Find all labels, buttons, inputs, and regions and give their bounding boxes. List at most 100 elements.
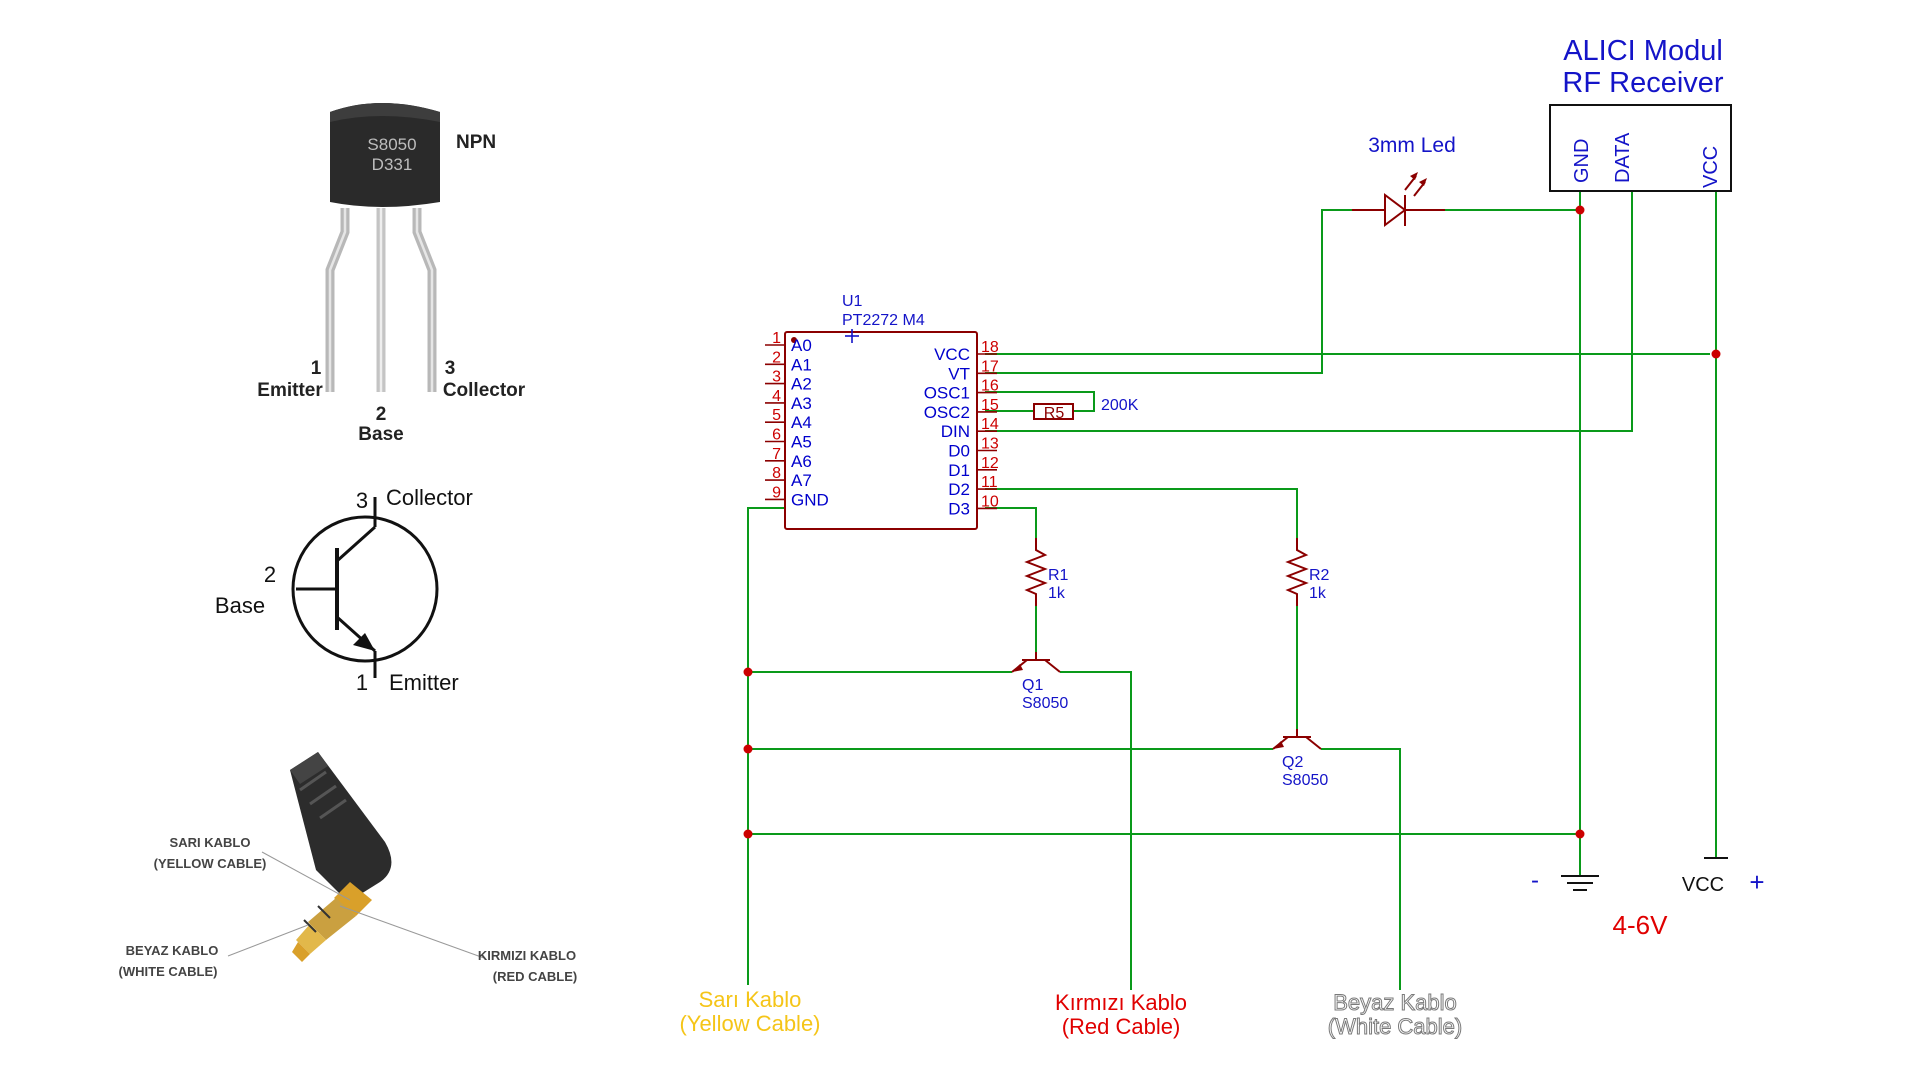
ic-right-pins: 18VCC17VT16OSC115OSC214DIN13D012D111D210… bbox=[924, 339, 999, 518]
r1-value: 1k bbox=[1048, 585, 1066, 602]
ic-pin-osc2: 15 OSC2 bbox=[924, 397, 999, 422]
transistor-q1 bbox=[1011, 652, 1061, 673]
ic-pin-din: 14 DIN bbox=[941, 416, 999, 441]
ic-pin-label: A7 bbox=[791, 471, 812, 490]
ic-pin-osc1: 16 OSC1 bbox=[924, 378, 999, 403]
ic-pin-d1: 12 D1 bbox=[948, 455, 999, 480]
receiver-module-box bbox=[1549, 104, 1732, 192]
ic-pin-a1: 2 A1 bbox=[765, 349, 812, 374]
ic-pin-a7: 8 A7 bbox=[765, 465, 812, 490]
power-vcc-label: VCC bbox=[1682, 874, 1724, 896]
photo-pin1-num: 1 bbox=[311, 358, 322, 379]
r1-ref: R1 bbox=[1048, 567, 1069, 584]
photo-pin2-num: 2 bbox=[376, 404, 387, 425]
ic-pin-a6: 7 A6 bbox=[765, 446, 812, 471]
cable-red-tr: Kırmızı Kablo bbox=[1055, 990, 1187, 1015]
ic-pin-label: D2 bbox=[948, 480, 970, 499]
ic-pin-label: D3 bbox=[948, 499, 970, 518]
symbol-collector-num: 3 bbox=[356, 488, 368, 513]
ic-pin-label: OSC2 bbox=[924, 403, 970, 422]
ic-pin-label: D1 bbox=[948, 461, 970, 480]
ic-pin-vcc: 18 VCC bbox=[934, 339, 999, 364]
cable-red-en: (Red Cable) bbox=[1062, 1014, 1181, 1039]
resistor-r2 bbox=[1285, 538, 1309, 606]
r2-value: 1k bbox=[1309, 585, 1327, 602]
r5-value: 200K bbox=[1101, 397, 1139, 414]
symbol-emitter-label: Emitter bbox=[389, 670, 459, 695]
npn-symbol bbox=[291, 497, 439, 678]
ic-pin-a5: 6 A5 bbox=[765, 427, 812, 452]
ic-pin-a0: 1 A0 bbox=[765, 330, 812, 355]
ic-pin-d3: 10 D3 bbox=[948, 493, 999, 518]
ic-pin-d0: 13 D0 bbox=[948, 436, 999, 461]
ic-pin-number: 7 bbox=[772, 446, 781, 463]
cable-white-tr: Beyaz Kablo bbox=[1333, 990, 1457, 1015]
ic-pin-label: D0 bbox=[948, 442, 970, 461]
jack-white-tr: BEYAZ KABLO bbox=[126, 943, 219, 958]
ic-pin-number: 16 bbox=[981, 378, 999, 395]
ic-pin-number: 15 bbox=[981, 397, 999, 414]
photo-pin2-name: Base bbox=[358, 424, 403, 445]
junction-dots bbox=[743, 205, 1721, 839]
ground-symbol bbox=[1561, 875, 1599, 891]
ic-pin-label: OSC1 bbox=[924, 384, 970, 403]
ic-pin-number: 9 bbox=[772, 484, 781, 501]
ic-pin-label: GND bbox=[791, 490, 829, 509]
transistor-marking-1: S8050 bbox=[367, 135, 416, 154]
receiver-title-1: ALICI Modul bbox=[1563, 35, 1723, 67]
receiver-pin-data: DATA bbox=[1612, 132, 1634, 183]
ic-pin-a3: 4 A3 bbox=[765, 388, 812, 413]
ic-pin-label: A6 bbox=[791, 452, 812, 471]
ic-pin-number: 2 bbox=[772, 349, 781, 366]
ic-pin-label: A1 bbox=[791, 355, 812, 374]
ic-ref: U1 bbox=[842, 293, 863, 310]
jack-white-en: (WHITE CABLE) bbox=[119, 964, 218, 979]
ic-pin-label: VT bbox=[948, 364, 970, 383]
ic-pin-label: DIN bbox=[941, 422, 970, 441]
ic-pin-label: A3 bbox=[791, 394, 812, 413]
power-plus: + bbox=[1749, 867, 1764, 897]
jack-yellow-tr: SARI KABLO bbox=[170, 835, 251, 850]
ic-pin-number: 4 bbox=[772, 388, 781, 405]
ic-part: PT2272 M4 bbox=[842, 312, 925, 329]
transistor-marking-2: D331 bbox=[372, 155, 413, 174]
q2-part: S8050 bbox=[1282, 772, 1328, 789]
ic-pin-number: 14 bbox=[981, 416, 999, 433]
r5-ref: R5 bbox=[1044, 405, 1065, 422]
photo-pin1-name: Emitter bbox=[257, 380, 323, 401]
ic-pin-number: 6 bbox=[772, 427, 781, 444]
photo-pin3-num: 3 bbox=[445, 358, 456, 379]
ic-pin-number: 3 bbox=[772, 369, 781, 386]
resistor-r5 bbox=[1033, 403, 1074, 420]
ic-pin-label: VCC bbox=[934, 345, 970, 364]
jack-yellow-en: (YELLOW CABLE) bbox=[154, 856, 267, 871]
receiver-pin-vcc: VCC bbox=[1700, 146, 1722, 188]
cable-yellow-tr: Sarı Kablo bbox=[699, 987, 802, 1012]
power-minus: - bbox=[1531, 867, 1539, 894]
cable-white-en: (White Cable) bbox=[1328, 1014, 1462, 1039]
transistor-q2 bbox=[1272, 729, 1322, 750]
ic-pin-number: 1 bbox=[772, 330, 781, 347]
resistor-r1 bbox=[1024, 538, 1048, 606]
ic-pin-label: A0 bbox=[791, 336, 812, 355]
jack-red-tr: KIRMIZI KABLO bbox=[478, 948, 576, 963]
ic-pin-number: 12 bbox=[981, 455, 999, 472]
transistor-photo: S8050 D331 bbox=[325, 103, 440, 392]
jack-red-en: (RED CABLE) bbox=[493, 969, 578, 984]
q1-part: S8050 bbox=[1022, 695, 1068, 712]
ic-pin-label: A5 bbox=[791, 433, 812, 452]
receiver-title-2: RF Receiver bbox=[1562, 67, 1723, 99]
ic-pin-label: A4 bbox=[791, 413, 812, 432]
ic-pin-gnd: 9 GND bbox=[765, 484, 829, 509]
symbol-emitter-num: 1 bbox=[356, 670, 368, 695]
ic-pin-number: 18 bbox=[981, 339, 999, 356]
ic-pin-number: 10 bbox=[981, 493, 999, 510]
ic-pin-number: 8 bbox=[772, 465, 781, 482]
ic-pin-number: 13 bbox=[981, 436, 999, 453]
led-diode bbox=[1352, 172, 1445, 227]
q1-ref: Q1 bbox=[1022, 677, 1043, 694]
